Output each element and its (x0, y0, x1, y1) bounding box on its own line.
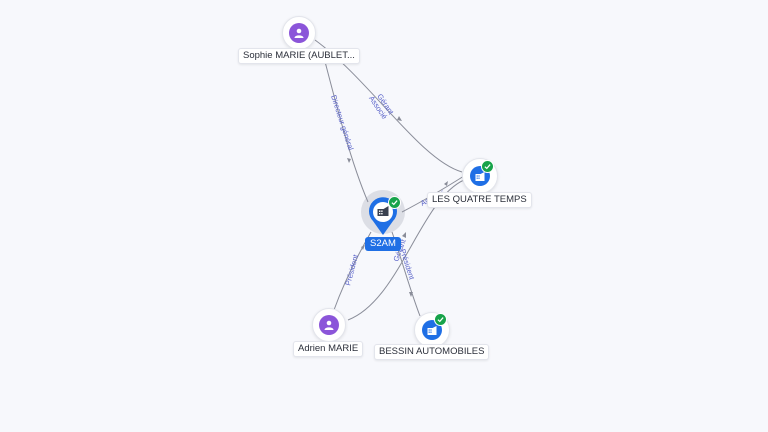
node-label[interactable]: BESSIN AUTOMOBILES (374, 344, 490, 360)
edge-arrow (347, 158, 351, 163)
edge-sophie-s2am (321, 49, 369, 203)
edge-label-adrien-s2am: Président (343, 253, 360, 287)
edge-arrow (397, 116, 402, 121)
edge-arrow (444, 181, 448, 186)
check-icon (388, 196, 401, 209)
node-circle[interactable] (312, 308, 346, 342)
node-label[interactable]: Sophie MARIE (AUBLET... (238, 48, 360, 64)
node-circle[interactable] (282, 16, 316, 50)
edge-arrow (402, 232, 406, 238)
person-icon (289, 23, 309, 43)
edge-label-sophie-quatre: GérantAssocié (367, 90, 396, 122)
node-label[interactable]: S2AM (365, 237, 401, 251)
node-label[interactable]: LES QUATRE TEMPS (427, 192, 532, 208)
edge-arrow (361, 245, 365, 250)
edge-arrow (409, 292, 413, 297)
person-icon (319, 315, 339, 335)
edge-label-sophie-s2am: Directeur général (329, 94, 355, 152)
check-icon (434, 313, 447, 326)
check-icon (481, 160, 494, 173)
edge-adrien-quatre (347, 179, 465, 321)
node-label[interactable]: Adrien MARIE (293, 341, 364, 357)
node-circle[interactable] (462, 158, 498, 194)
